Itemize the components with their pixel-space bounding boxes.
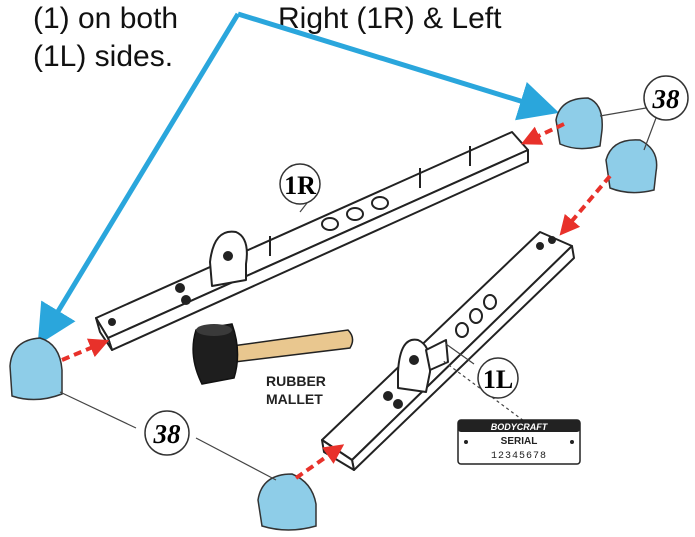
end-cap-bottom xyxy=(257,473,317,531)
callout-38-top: 38 xyxy=(652,84,681,114)
serial-number: 12345678 xyxy=(491,451,547,462)
end-cap-top-1 xyxy=(555,97,603,150)
left-rail-1l xyxy=(321,231,575,471)
mallet-label-line-1: RUBBER xyxy=(266,373,326,389)
mallet-label-line-2: MALLET xyxy=(266,391,323,407)
instruction-line-2: (1L) sides. xyxy=(33,40,174,73)
serial-plate: BODYCRAFT SERIAL 12345678 xyxy=(457,419,581,465)
part-label-1r: 1R xyxy=(284,171,316,200)
callout-circle-38-top xyxy=(643,75,689,121)
rubber-mallet xyxy=(192,323,354,385)
serial-label: SERIAL xyxy=(501,436,538,447)
end-cap-left xyxy=(9,337,63,401)
part-label-1l: 1L xyxy=(483,365,513,394)
right-rail-1r xyxy=(95,131,529,351)
instruction-line-right: Right (1R) & Left xyxy=(278,2,502,35)
insert-arrows xyxy=(61,122,612,480)
end-cap-top-2 xyxy=(605,139,658,194)
serial-brand: BODYCRAFT xyxy=(491,422,549,432)
callout-circle-1r xyxy=(279,163,321,205)
callout-38-bottom: 38 xyxy=(153,419,182,449)
leader-arrows xyxy=(37,11,560,346)
callout-circle-38-bottom xyxy=(144,410,190,456)
callout-circle-1l xyxy=(477,357,519,399)
instruction-line-1: (1) on both xyxy=(33,2,179,35)
